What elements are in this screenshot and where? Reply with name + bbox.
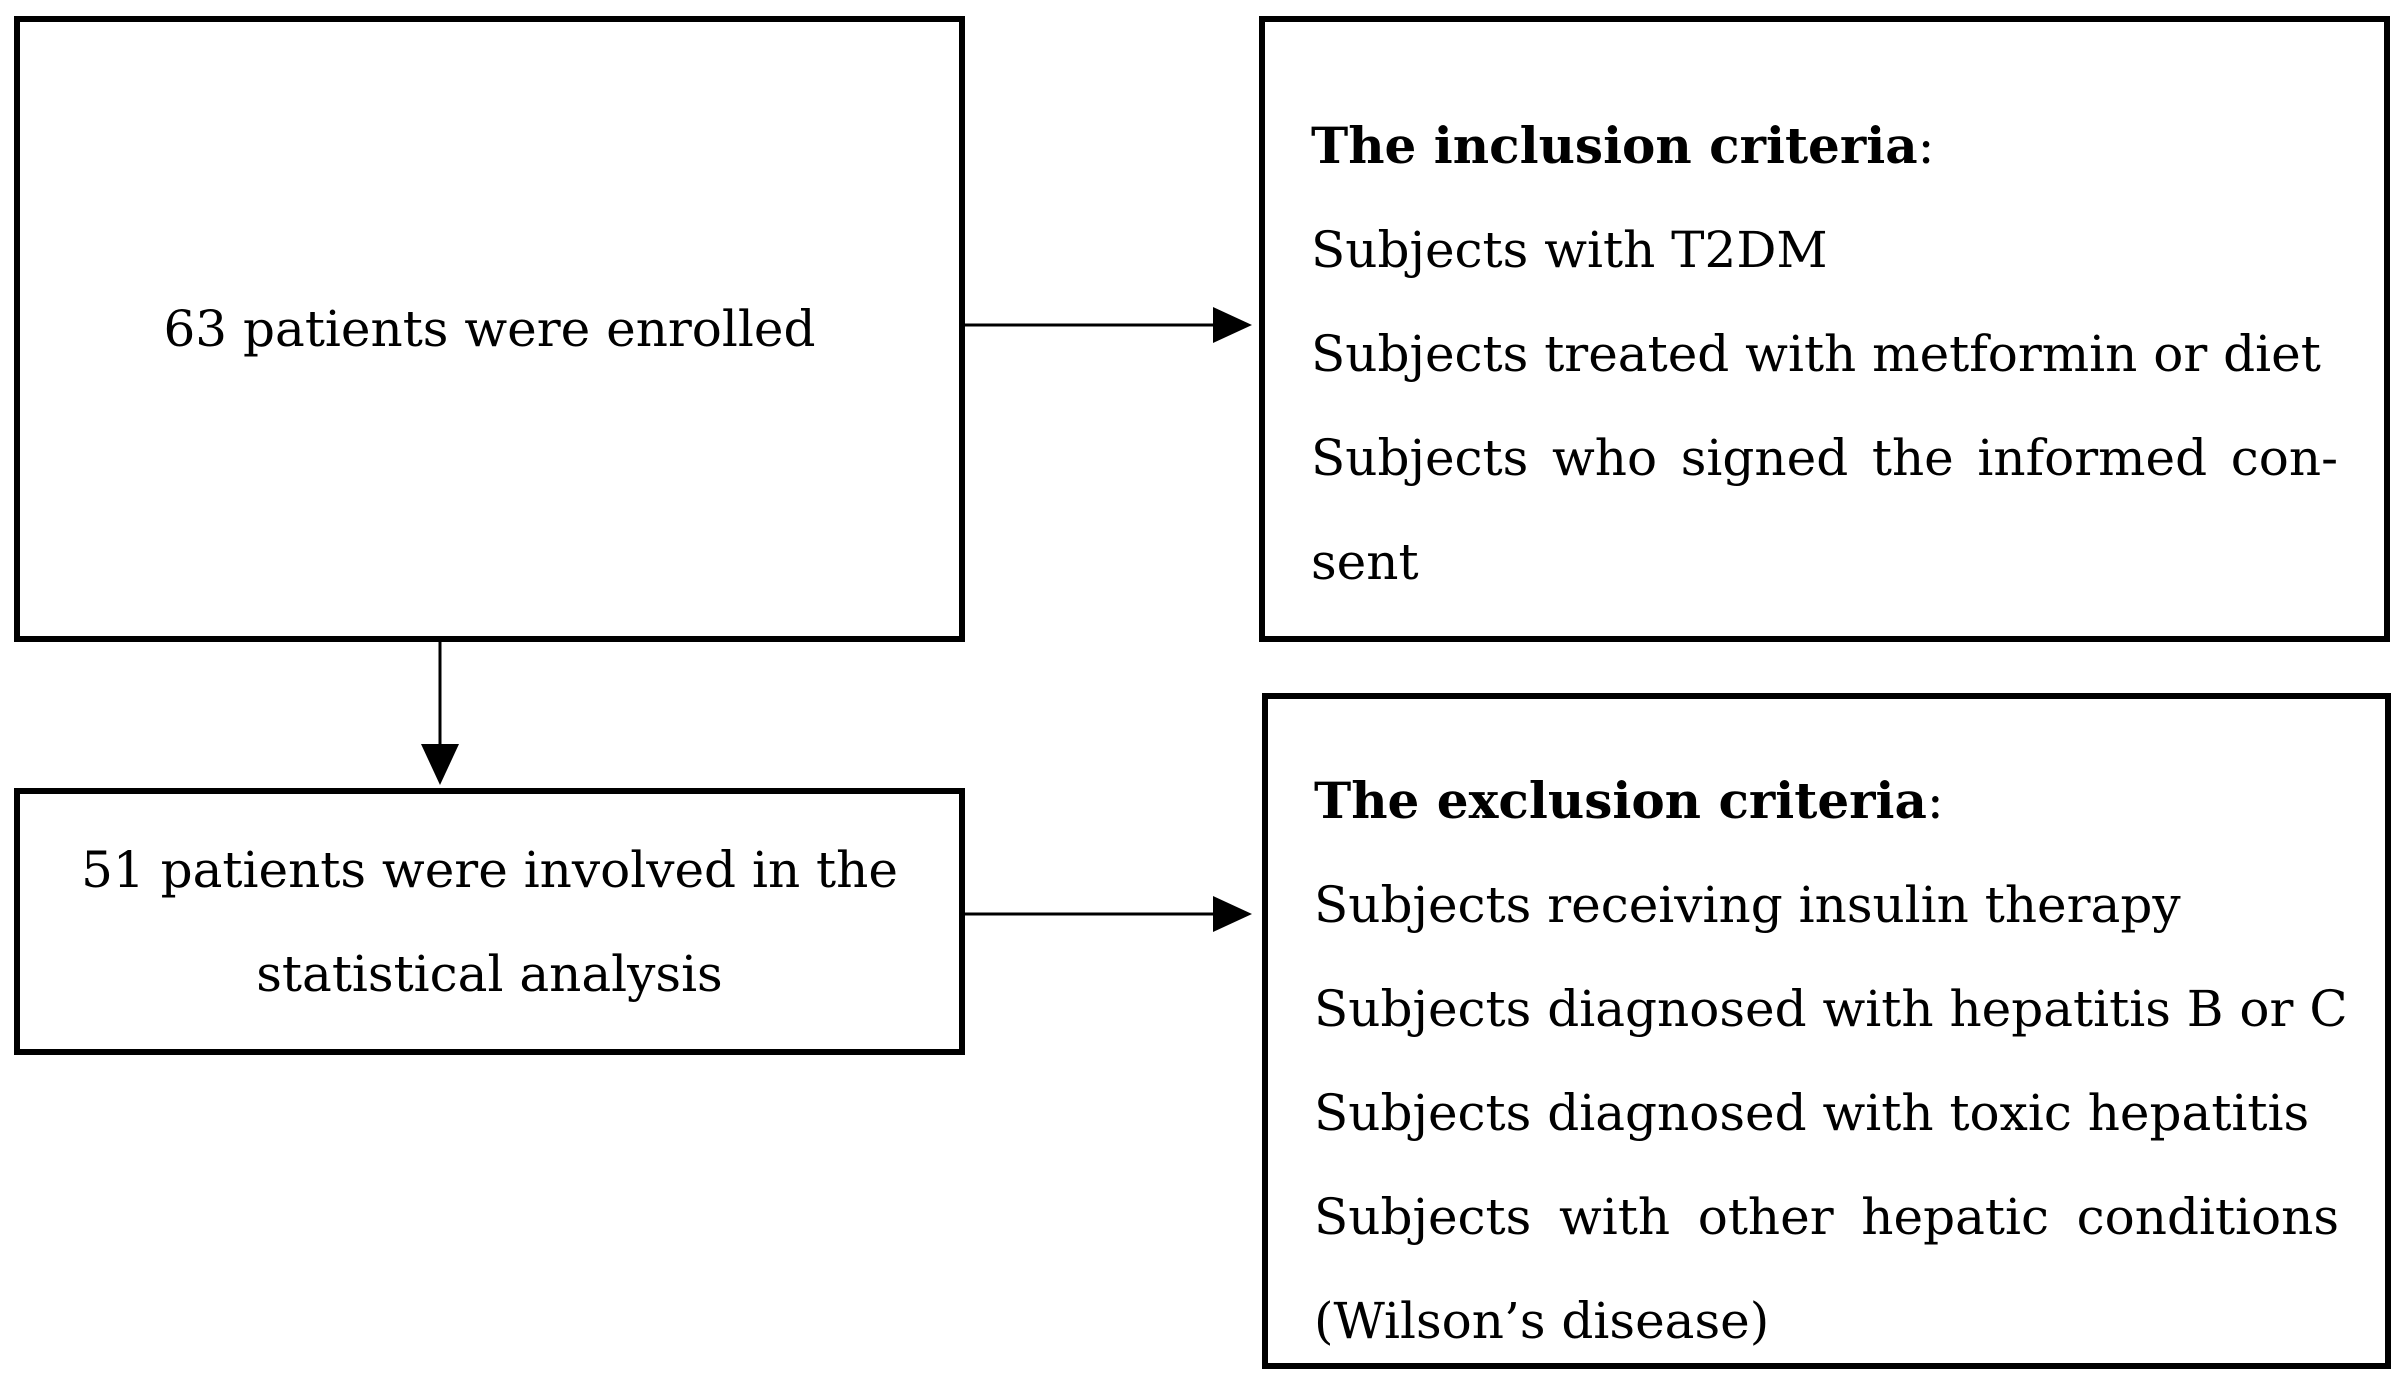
exclusion-criteria-box: The exclusion criteria: Subjects receivi…: [1262, 693, 2391, 1369]
analysis-text: 51 patients were involved in the statist…: [81, 818, 898, 1026]
inclusion-title-line: The inclusion criteria:: [1311, 94, 2338, 198]
arrowhead-analysis: [421, 744, 459, 785]
inclusion-item: Subjects who signed the informed con-: [1311, 429, 2338, 487]
inclusion-item: sent: [1311, 533, 1419, 591]
exclusion-title-line: The exclusion criteria:: [1314, 749, 2339, 853]
inclusion-criteria-box: The inclusion criteria: Subjects with T2…: [1259, 16, 2390, 642]
exclusion-item: (Wilson’s disease): [1314, 1292, 1770, 1350]
inclusion-item: Subjects treated with metformin or diet: [1311, 325, 2321, 383]
exclusion-title-colon: :: [1926, 772, 1944, 830]
inclusion-item: Subjects with T2DM: [1311, 221, 1828, 279]
analysis-box: 51 patients were involved in the statist…: [14, 788, 965, 1055]
inclusion-title-colon: :: [1917, 117, 1935, 175]
exclusion-criteria-list: The exclusion criteria: Subjects receivi…: [1314, 749, 2348, 1373]
arrowhead-exclusion: [1213, 896, 1252, 932]
arrowhead-inclusion: [1213, 307, 1252, 343]
enrolled-text: 63 patients were enrolled: [163, 300, 816, 358]
enrolled-box: 63 patients were enrolled: [14, 16, 965, 642]
exclusion-item: Subjects with other hepatic conditions: [1314, 1188, 2339, 1246]
exclusion-title: The exclusion criteria: [1314, 771, 1927, 830]
exclusion-item: Subjects diagnosed with toxic hepatitis: [1314, 1084, 2310, 1142]
analysis-line-2: statistical analysis: [256, 944, 723, 1003]
analysis-line-1: 51 patients were involved in the: [81, 840, 898, 899]
inclusion-title: The inclusion criteria: [1311, 116, 1918, 175]
exclusion-item: Subjects diagnosed with hepatitis B or C: [1314, 980, 2348, 1038]
exclusion-item: Subjects receiving insulin therapy: [1314, 876, 2181, 934]
inclusion-criteria-list: The inclusion criteria: Subjects with T2…: [1311, 94, 2338, 614]
